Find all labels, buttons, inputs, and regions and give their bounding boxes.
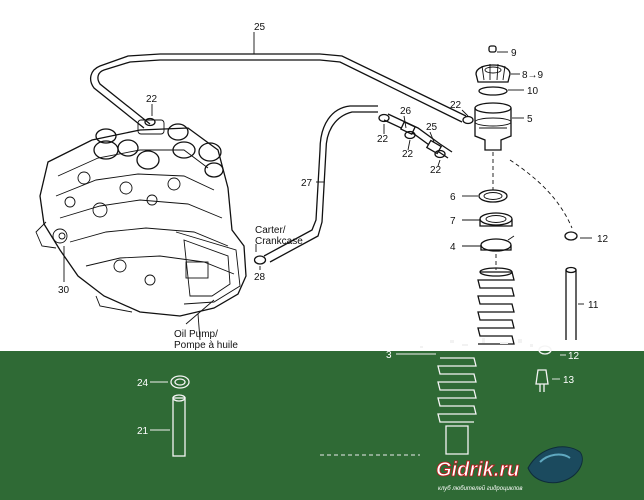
callout-22-c: 22 <box>402 149 414 160</box>
callout-22-e: 22 <box>450 100 462 111</box>
bellows-3 <box>477 267 515 345</box>
clamp-22 <box>144 113 474 159</box>
caption-carter: Carter/ <box>255 225 286 236</box>
callout-30: 30 <box>58 285 70 296</box>
filler-neck-5 <box>474 102 512 151</box>
callout-labels: 9 8→9 10 5 25 22 26 25 22 22 22 22 27 6 … <box>58 22 609 437</box>
bellows-lower <box>437 357 477 455</box>
clamp-12 <box>564 231 578 241</box>
callout-12-a: 12 <box>597 234 609 245</box>
callout-11: 11 <box>588 300 599 311</box>
callout-24: 24 <box>137 378 149 389</box>
caption-crankcase: Crankcase <box>255 236 303 247</box>
callout-22-a: 22 <box>146 94 158 105</box>
clamp-12-lower <box>538 345 552 355</box>
caption-pompe: Pompe à huile <box>174 340 238 351</box>
gasket-10 <box>478 86 508 96</box>
callout-4: 4 <box>450 242 456 253</box>
callout-26: 26 <box>400 106 412 117</box>
hose-25-breather <box>89 53 467 129</box>
callout-25-mid: 25 <box>426 122 438 133</box>
callout-10: 10 <box>527 86 539 97</box>
clamp-24 <box>170 375 190 389</box>
vent-hose-11 <box>565 266 577 340</box>
callout-5: 5 <box>527 114 533 125</box>
callout-28: 28 <box>254 272 266 283</box>
callout-12-b: 12 <box>568 351 580 362</box>
callout-22-b: 22 <box>377 134 389 145</box>
seal-6 <box>478 189 508 203</box>
callout-7: 7 <box>450 216 456 227</box>
callout-21: 21 <box>137 426 149 437</box>
watermark-tagline: клуб любителей гидроциклов <box>438 485 523 492</box>
scan-artifacts <box>420 338 533 348</box>
callout-25-top: 25 <box>254 22 266 33</box>
callout-13: 13 <box>563 375 575 386</box>
leader-lines <box>63 32 592 341</box>
callout-8: 8→9 <box>522 70 544 81</box>
callout-3: 3 <box>386 350 392 361</box>
clamp-4 <box>480 235 515 252</box>
oil-tank-cap-8 <box>475 63 511 83</box>
callout-27: 27 <box>301 178 313 189</box>
caption-oil-pump: Oil Pump/ <box>174 329 218 340</box>
oil-pump-hose-21 <box>172 394 186 457</box>
watermark-brand: Gidrik.ru <box>436 459 519 481</box>
nut-7 <box>479 212 513 227</box>
callout-6: 6 <box>450 192 456 203</box>
engine-block <box>35 119 247 317</box>
callout-22-d: 22 <box>430 165 442 176</box>
clamp-28 <box>253 255 267 265</box>
valve-13 <box>535 369 549 392</box>
watermark-logo: Gidrik.ru клуб любителей гидроциклов <box>436 446 583 492</box>
hose-25-short <box>383 113 453 159</box>
callout-9: 9 <box>511 48 517 59</box>
hose-27 <box>263 105 378 263</box>
oil-tank-cap-9 <box>488 45 497 53</box>
